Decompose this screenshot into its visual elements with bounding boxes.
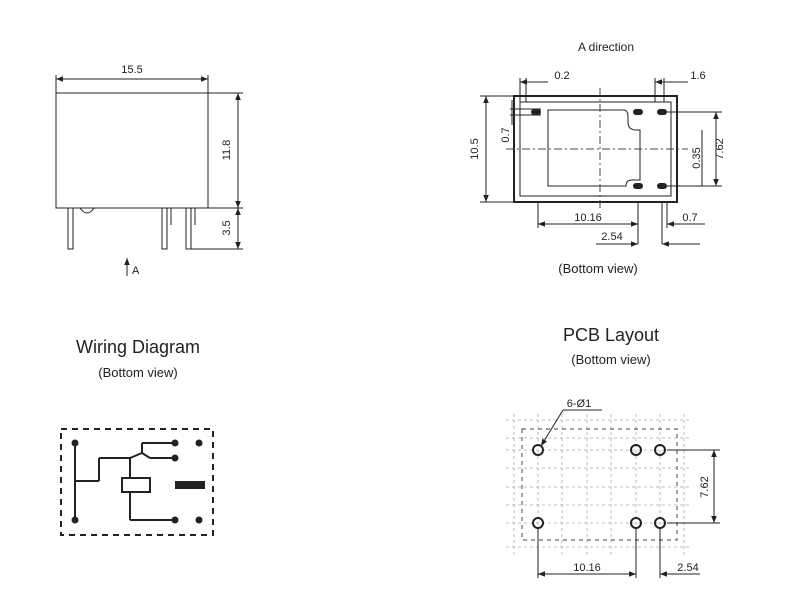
dim-7-62-bottom: 7.62 [714, 138, 726, 159]
pcb-dim-2-54: 2.54 [677, 562, 698, 574]
relay-coil [121, 477, 151, 493]
bottom-pocket [547, 109, 641, 187]
pcb-hole [532, 517, 544, 529]
width-label: 15.5 [121, 64, 142, 76]
relay-pins [67, 207, 196, 250]
pcb-dim-10-16: 10.16 [573, 562, 601, 574]
bottom-view-caption: (Bottom view) [558, 261, 637, 276]
dim-0-2: 0.2 [554, 70, 569, 82]
pin-slot [531, 109, 541, 115]
pcb-layout-title: PCB Layout [563, 325, 659, 345]
pcb-hole [532, 444, 544, 456]
pcb-hole [654, 517, 666, 529]
relay-body-outline [55, 92, 209, 209]
wiring-diagram-title: Wiring Diagram [76, 337, 200, 357]
dim-0-7-right: 0.7 [682, 212, 697, 224]
arrow-a-label: A [132, 265, 140, 277]
pcb-outline [521, 428, 678, 541]
pin-length-label: 3.5 [221, 220, 233, 235]
wiring-diagram: Wiring Diagram (Bottom view) [60, 337, 214, 536]
wiring-outline [60, 428, 214, 536]
wiring-diagram-caption: (Bottom view) [98, 365, 177, 380]
hole-spec-label: 6-Ø1 [567, 398, 591, 410]
dim-0-7-left: 0.7 [500, 127, 512, 142]
pcb-hole [654, 444, 666, 456]
pcb-layout: PCB Layout (Bottom view) 6-Ø1 7.62 10.16… [506, 325, 720, 578]
dim-1-6: 1.6 [690, 70, 705, 82]
pcb-hole [630, 444, 642, 456]
dim-10-16-bottom: 10.16 [574, 212, 602, 224]
height-label: 11.8 [221, 140, 233, 161]
dim-0-35: 0.35 [691, 147, 703, 168]
pcb-grid [506, 414, 690, 555]
direction-label: A direction [578, 40, 634, 54]
front-view: 15.5 11.8 3.5 A [55, 64, 243, 277]
contact-switch [129, 452, 143, 459]
bottom-view: A direction 0.2 1.6 10.5 0.7 [469, 40, 726, 276]
dim-2-54-bottom: 2.54 [601, 231, 622, 243]
pin-slot [633, 183, 643, 189]
pin-slot [657, 183, 667, 189]
contact-bar [175, 481, 205, 489]
pcb-hole [630, 517, 642, 529]
pcb-layout-caption: (Bottom view) [571, 352, 650, 367]
dim-10-5: 10.5 [469, 138, 481, 159]
pcb-dim-7-62: 7.62 [699, 476, 711, 497]
pin-slot [633, 109, 643, 115]
pin-slot [657, 109, 667, 115]
